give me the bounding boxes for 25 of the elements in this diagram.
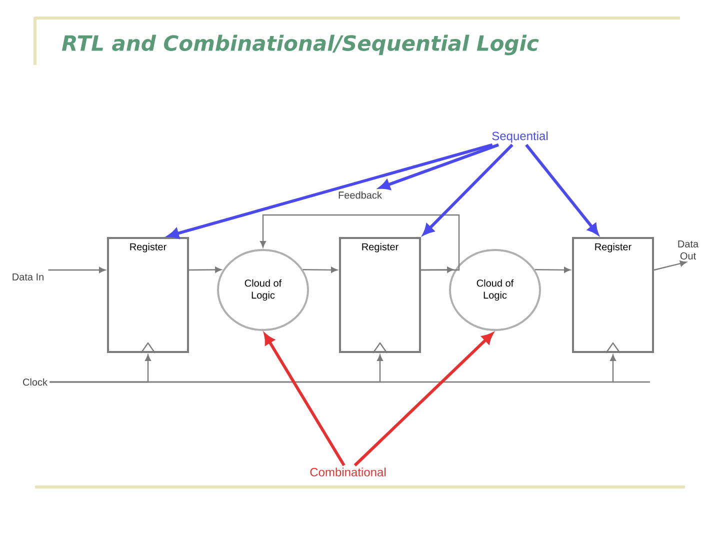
arrow bbox=[422, 144, 514, 236]
wire bbox=[50, 354, 616, 383]
logic-cloud: Cloud of Logic bbox=[449, 249, 541, 331]
wire bbox=[48, 267, 106, 273]
register-box: Register bbox=[339, 237, 421, 354]
arrow bbox=[379, 143, 500, 190]
text-label: Feedback bbox=[338, 191, 382, 199]
text-label: Data Out bbox=[678, 240, 699, 260]
arrow bbox=[264, 334, 346, 466]
register-box: Register bbox=[107, 237, 189, 354]
title: RTL and Combinational/Sequential Logic bbox=[62, 34, 539, 56]
register-box: Register bbox=[572, 237, 654, 354]
wire bbox=[654, 260, 687, 271]
arrow bbox=[525, 144, 598, 235]
text-label: Combinational bbox=[310, 468, 386, 476]
arrow bbox=[168, 143, 493, 239]
wire bbox=[534, 266, 570, 273]
wire bbox=[189, 266, 222, 273]
text-label: Clock bbox=[23, 378, 48, 386]
wire bbox=[302, 266, 338, 273]
arrow bbox=[354, 332, 493, 466]
text-label: Sequential bbox=[492, 131, 548, 143]
text-label: Data In bbox=[12, 274, 44, 280]
wire bbox=[260, 214, 460, 271]
logic-cloud: Cloud of Logic bbox=[217, 249, 309, 331]
